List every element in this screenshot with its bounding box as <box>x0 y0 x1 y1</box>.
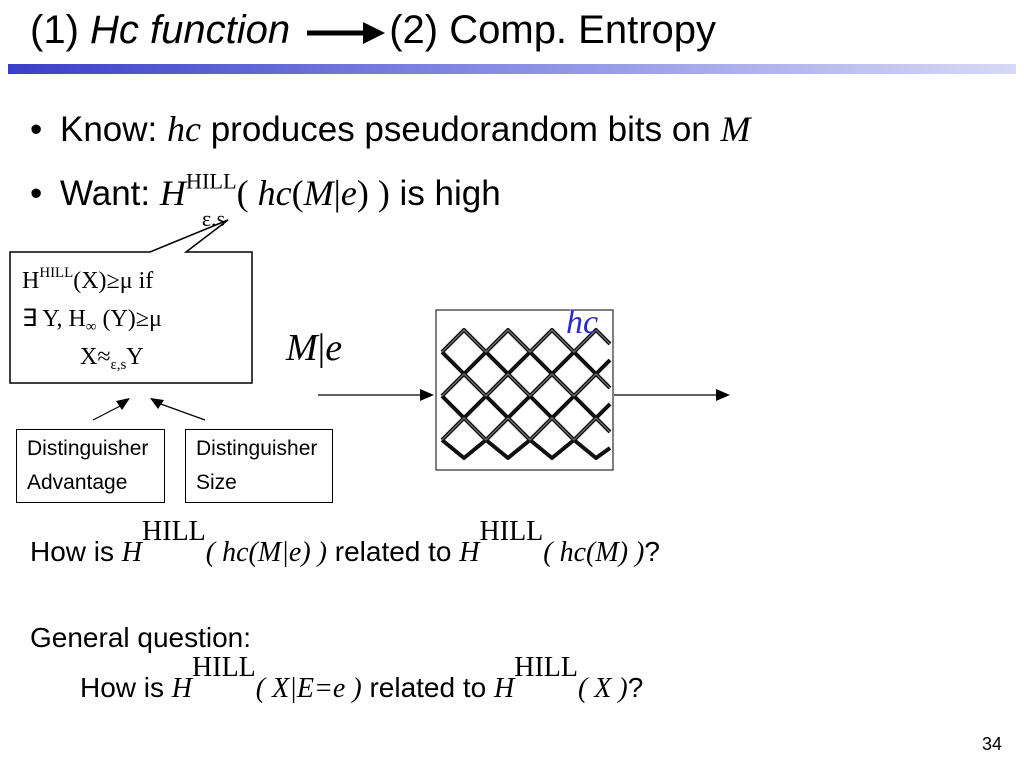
title-underline-bar <box>8 64 1016 74</box>
box-line: Size <box>196 471 237 494</box>
callout-line-2: ∃ Y, H∞ (Y)≥μ <box>22 300 162 338</box>
general-question-heading: General question: <box>30 622 252 653</box>
math-bar: | <box>333 173 341 213</box>
callout-line-1: HHILL(X)≥μ if <box>22 262 162 300</box>
box-line: Distinguisher <box>196 437 318 460</box>
math-e: e <box>340 173 357 213</box>
bullet-lead: Want: <box>60 174 160 213</box>
math-sup-hill: HILL <box>192 652 256 683</box>
math-sub-infinity: ∞ <box>85 319 97 336</box>
math-sup-hill: HILL <box>142 516 206 547</box>
chain-link-highlight <box>441 329 611 441</box>
arrow-size <box>157 402 206 421</box>
math-hc: hc <box>167 109 201 149</box>
input-label: M|e <box>286 326 342 370</box>
bullet-tail: is high <box>389 174 501 213</box>
q-middle: related to <box>361 672 494 703</box>
callout-text-2b: (Y)≥μ <box>96 306 162 332</box>
callout-bubble <box>9 219 253 384</box>
math-expr: ( hc(M|e) ) <box>205 537 327 568</box>
title-right: (2) Comp. Entropy <box>389 8 717 52</box>
question-2: How is HHILL( X|E=e ) related to HHILL( … <box>80 654 644 705</box>
math-sup-hill: HILL <box>185 168 237 194</box>
title-left-italic: Hc function <box>90 8 291 52</box>
math-H: H <box>171 673 193 704</box>
bullet-know: •Know: hc produces pseudorandom bits on … <box>30 108 750 150</box>
callout-text-2a: ∃ Y, H <box>22 306 86 332</box>
callout-text-3b: Y <box>126 344 144 370</box>
distinguisher-advantage-box: Distinguisher Advantage <box>16 429 165 503</box>
math-H: H <box>159 173 186 213</box>
box-line: Advantage <box>27 471 128 494</box>
title-left-prefix: (1) <box>30 8 90 52</box>
q-middle: related to <box>326 536 460 567</box>
math-H: H <box>459 537 480 568</box>
callout-text-1: (X)≥μ if <box>73 268 154 294</box>
math-H: H <box>121 537 143 568</box>
math-expr: ( X|E=e ) <box>255 673 362 704</box>
page-number: 34 <box>981 734 1002 754</box>
bullet-text: produces pseudorandom bits on <box>200 110 721 149</box>
math-paren: ( <box>236 173 258 213</box>
bullet-lead: Know: <box>60 110 167 149</box>
q-tail: ? <box>627 672 644 703</box>
callout-text-3a: X≈ <box>80 344 111 370</box>
math-M: M <box>286 327 318 369</box>
math-expr: ( hc(M) ) <box>543 537 645 568</box>
slide-title: (1) Hc function (2) Comp. Entropy <box>30 8 716 53</box>
math-e: e <box>325 327 343 369</box>
math-M: M <box>303 173 334 213</box>
math-H: H <box>493 673 515 704</box>
math-sup-hill: HILL <box>479 516 544 547</box>
math-sup-hill: HILL <box>39 264 74 281</box>
box-line: Distinguisher <box>27 437 149 460</box>
right-arrow-icon <box>307 22 386 45</box>
bullet-dot: • <box>30 174 43 213</box>
distinguisher-size-box: Distinguisher Size <box>185 429 333 503</box>
question-1: How is HHILL( hc(M|e) ) related to HHILL… <box>30 518 660 569</box>
math-sub-eps-s: ε,s <box>110 357 127 374</box>
math-H: H <box>22 268 40 294</box>
bullet-dot: • <box>30 110 43 149</box>
math-hc: hc <box>257 173 292 213</box>
math-paren: ( <box>291 173 304 213</box>
math-M: M <box>720 109 751 149</box>
math-sup-hill: HILL <box>514 652 578 683</box>
q-lead: How is <box>30 536 122 567</box>
hc-box-label: hc <box>566 304 599 341</box>
q-tail: ? <box>644 536 660 567</box>
callout-line-3: X≈ε,sY <box>22 338 162 376</box>
math-bar: | <box>317 327 326 369</box>
q-lead: How is <box>80 672 172 703</box>
math-paren: ) ) <box>356 173 390 213</box>
math-expr: ( X ) <box>577 673 628 704</box>
callout-definition: HHILL(X)≥μ if ∃ Y, H∞ (Y)≥μ X≈ε,sY <box>22 262 162 376</box>
